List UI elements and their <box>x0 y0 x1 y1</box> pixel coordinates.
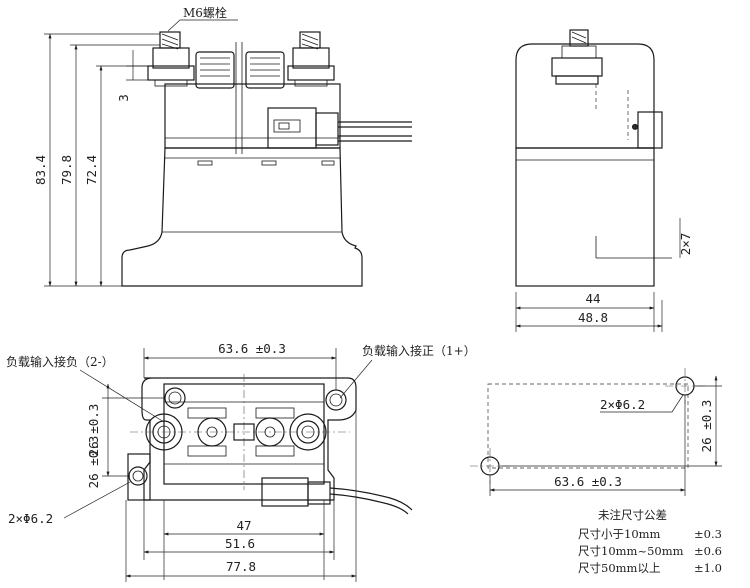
side-view: 2×7 ⊕ <box>515 29 693 287</box>
front-dimensions: 83.4 79.8 72.4 3 <box>33 33 160 287</box>
tolerance-table: 未注尺寸公差 尺寸小于10mm ±0.3 尺寸10mm~50mm ±0.6 尺寸… <box>578 508 722 575</box>
label-neg: 负载输入接负（2-） <box>6 354 114 369</box>
dim-83-4: 83.4 <box>33 155 48 185</box>
tolerance-row-label: 尺寸50mm以上 <box>578 561 660 575</box>
terminal-right <box>287 31 335 87</box>
side-dimensions: 44 48.8 <box>515 291 663 332</box>
hole-pattern: 2×Φ6.2 26 ±0.3 63.6 ±0.3 <box>470 368 722 496</box>
dim-79-8: 79.8 <box>59 155 74 185</box>
tolerance-row-value: ±0.3 <box>694 527 722 541</box>
label-holes-right: 2×Φ6.2 <box>600 397 645 412</box>
dim-47: 47 <box>236 518 251 533</box>
dim-48-8: 48.8 <box>578 310 608 325</box>
dim-2x7: 2×7 <box>678 233 693 256</box>
dim-72-4: 72.4 <box>84 155 99 185</box>
front-view: M6螺栓 <box>121 5 412 287</box>
terminal-neg <box>145 413 183 451</box>
dim-77-8: 77.8 <box>226 559 256 574</box>
tolerance-row-label: 尺寸10mm~50mm <box>578 544 684 558</box>
dim-top-span: 63.6 ±0.3 <box>218 341 286 356</box>
dim-right-v: 26 ±0.3 <box>699 400 714 453</box>
dim-3: 3 <box>116 94 131 102</box>
label-holes-left: 2×Φ6.2 <box>8 511 53 526</box>
dim-v26: 26 ±0.3 <box>86 436 101 489</box>
terminal-pos <box>289 413 327 451</box>
dim-v-pitch: 26 ±0.3 <box>86 404 101 457</box>
tolerance-title: 未注尺寸公差 <box>598 508 667 522</box>
top-dimensions: 负载输入接负（2-） 负载输入接正（1+） 63.6 ±0.3 26 ±0.3 … <box>6 341 476 582</box>
tolerance-row-value: ±0.6 <box>694 544 722 558</box>
dim-right-span: 63.6 ±0.3 <box>554 474 622 489</box>
svg-text:⊕: ⊕ <box>632 122 638 133</box>
screw-label: M6螺栓 <box>183 5 227 20</box>
dim-44: 44 <box>585 291 600 306</box>
tolerance-row-value: ±1.0 <box>694 561 722 575</box>
label-pos: 负载输入接正（1+） <box>362 343 476 358</box>
top-view <box>127 374 413 515</box>
terminal-left <box>147 31 195 87</box>
tolerance-row-label: 尺寸小于10mm <box>578 527 661 541</box>
dim-51-6: 51.6 <box>225 536 255 551</box>
